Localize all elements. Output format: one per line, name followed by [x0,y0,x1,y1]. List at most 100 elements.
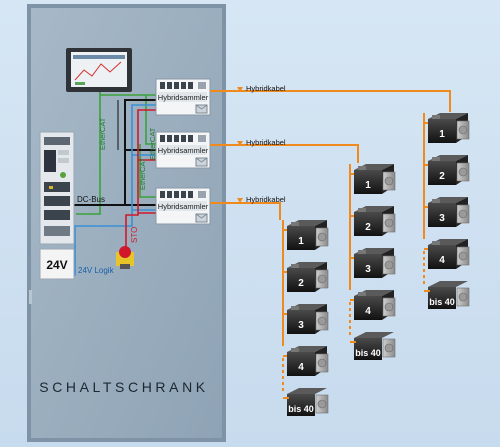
label-24v-logic: 24V Logik [78,266,115,275]
motor-connector [432,157,440,161]
cable-label-text: Hybridkabel [246,138,286,147]
motor-last-label: bis 40 [429,297,455,307]
estop-button[interactable] [119,246,131,258]
motor-number: 1 [439,129,445,140]
cable-marker-icon [237,141,243,146]
hub-label-plate [159,145,207,155]
hub-port [181,82,186,89]
motor-last-label: bis 40 [355,348,381,358]
drive-terminal [44,182,70,192]
hub-port [167,135,172,142]
hub-port [160,135,165,142]
motor-shaft [384,260,394,270]
servo-motor-2: 2 [354,206,396,236]
drive-terminal-top [44,137,70,145]
motor-shaft [458,167,468,177]
motor-body [354,212,382,236]
power-supply-24v: 24V [39,248,75,280]
cable-label-2: Hybridkabel [237,138,286,147]
hybrid-hub-1: Hybridsammler [155,78,211,116]
servo-motor-3: 3 [428,197,470,227]
drive-terminal-bottom [44,226,70,236]
motor-shaft [384,343,394,353]
drive-terminal [44,196,70,206]
servo-motor-1: 1 [287,220,329,250]
hub-port [181,135,186,142]
hub-label: Hybridsammler [158,146,209,155]
servo-motor-4: 4 [428,239,470,269]
hub-port [167,191,172,198]
motor-body [354,254,382,278]
motor-shaft [384,302,394,312]
motor-connector [432,199,440,203]
drive-marker [49,186,53,189]
hmi-screen-header [73,55,125,59]
drive-connector [58,150,69,155]
servo-motor-1: 1 [428,113,470,143]
hybrid-hub-2: Hybridsammler [155,131,211,169]
motor-shaft [384,218,394,228]
motor-connector [358,292,366,296]
hub-label-plate [159,92,207,102]
drive-display [44,150,56,172]
cable-label-1: Hybridkabel [237,84,286,93]
label-ethercat-main: EtherCAT [98,117,107,150]
motor-connector [432,115,440,119]
motor-shaft [317,232,327,242]
hub-port-main [198,135,206,142]
hub-port [188,191,193,198]
motor-shaft [384,176,394,186]
dc-bus-wire [72,99,156,206]
hmi-screen-graph [74,61,122,81]
motor-number: 1 [365,180,371,191]
motor-last-label: bis 40 [288,404,314,414]
motor-number: 1 [298,236,304,247]
drive-connector [58,158,69,163]
motor-body [428,119,456,143]
psu-housing [39,248,75,280]
cable-label-3: Hybridkabel [237,195,286,204]
label-ethercat-hub2: EtherCAT [148,127,157,160]
motor-connector [291,306,299,310]
hub-port [174,135,179,142]
cable-marker-icon [237,198,243,203]
cable-label-text: Hybridkabel [246,195,286,204]
hub-port [160,82,165,89]
motor-body [428,203,456,227]
servo-motor-2: 2 [428,155,470,185]
motor-number: 3 [439,213,445,224]
servo-motor-last: bis 40 [287,388,329,416]
servo-motor-4: 4 [354,290,396,320]
motor-shaft [458,292,468,302]
hub-port [174,82,179,89]
hub-port [188,135,193,142]
estop-housing [120,264,130,269]
cabinet-title: SCHALTSCHRANK [39,379,208,395]
cabinet-hinge [29,290,32,304]
motor-number: 2 [439,171,445,182]
label-dc-bus: DC-Bus [77,195,105,204]
motor-connector [291,222,299,226]
motor-number: 4 [365,306,371,317]
hub-port [174,191,179,198]
emergency-stop[interactable] [116,246,134,269]
motor-number: 3 [365,264,371,275]
motor-body [287,394,315,416]
drive-terminal [44,210,70,220]
motor-number: 4 [439,255,445,266]
motor-connector [291,264,299,268]
motor-top [287,388,327,394]
servo-motor-1: 1 [354,164,396,194]
hub-envelope-flap [195,104,208,110]
hub-port-main [198,191,206,198]
motor-body [287,268,315,292]
sto-wire [125,109,156,248]
hub-envelope-flap [195,157,208,163]
hub-port [188,82,193,89]
hub-port [181,191,186,198]
ethercat-wire [76,92,101,215]
motor-shaft [458,209,468,219]
